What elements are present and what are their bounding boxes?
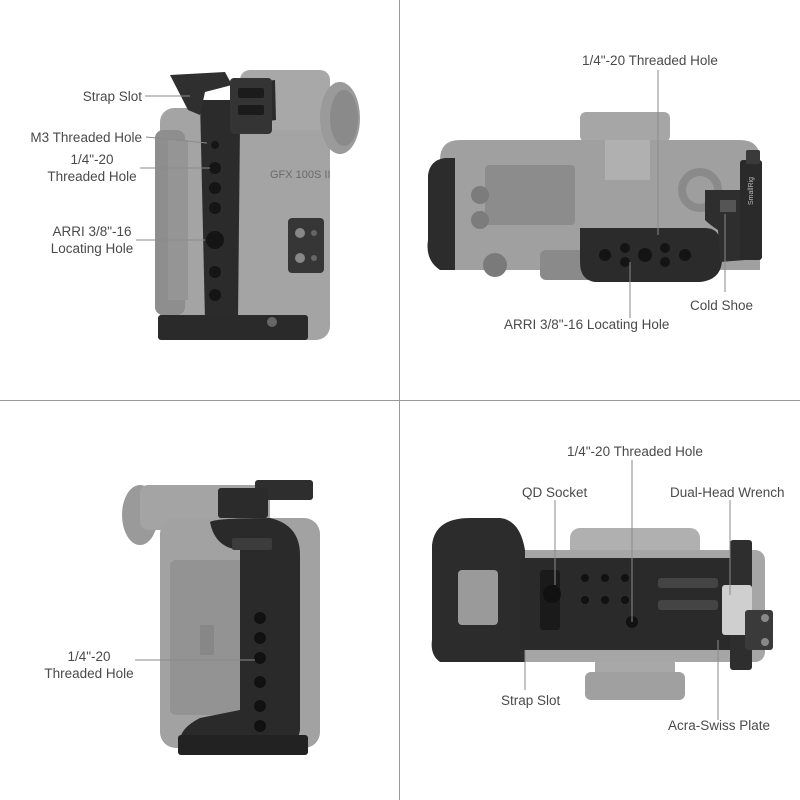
label-dual-head-wrench: Dual-Head Wrench [670,485,785,500]
brand-mark: SmallRig [748,177,755,205]
label-qd-socket: QD Socket [522,485,588,500]
panel-top-view: SmallRig 1/4"-20 Threaded Hole Cold Shoe… [400,0,800,400]
camera-cage-bottom-illustration [431,460,773,720]
label-strap-slot: Strap Slot [501,693,561,708]
panel-side-view: GFX 100S II Strap Slot M [0,0,400,400]
panel-bottom-view: 1/4"-20 Threaded Hole QD Socket Dual-Hea… [400,400,800,800]
label-quarter-20-threaded-hole: 1/4"-20 Threaded Hole [582,53,718,68]
label-strap-slot: Strap Slot [82,89,142,104]
camera-cage-side-illustration: GFX 100S II [136,70,360,340]
panel-side-rear-view: 1/4"-20 Threaded Hole [0,400,400,800]
label-quarter-20-threaded-hole: 1/4"-20 Threaded Hole [40,151,144,185]
label-acra-swiss-plate: Acra-Swiss Plate [668,718,771,733]
camera-cage-side-rear-illustration [122,480,320,755]
label-m3-threaded-hole: M3 Threaded Hole [30,130,142,145]
label-quarter-20-threaded-hole: 1/4"-20 Threaded Hole [36,648,142,682]
label-line-1: 1/4"-20 [70,152,114,167]
horizontal-divider [0,400,800,401]
label-line-1: ARRI 3/8"-16 [52,224,132,239]
label-line-2: Threaded Hole [47,169,137,184]
label-line-2: Threaded Hole [44,666,134,681]
label-arri-locating-hole: ARRI 3/8"-16 Locating Hole [40,223,144,257]
label-line-2: Locating Hole [50,241,134,256]
label-arri-locating-hole: ARRI 3/8"-16 Locating Hole [504,317,670,332]
camera-cage-top-illustration: SmallRig [427,70,762,318]
label-line-1: 1/4"-20 [67,649,111,664]
label-cold-shoe: Cold Shoe [690,298,754,313]
camera-badge: GFX 100S II [270,169,331,181]
label-quarter-20-threaded-hole: 1/4"-20 Threaded Hole [567,444,703,459]
